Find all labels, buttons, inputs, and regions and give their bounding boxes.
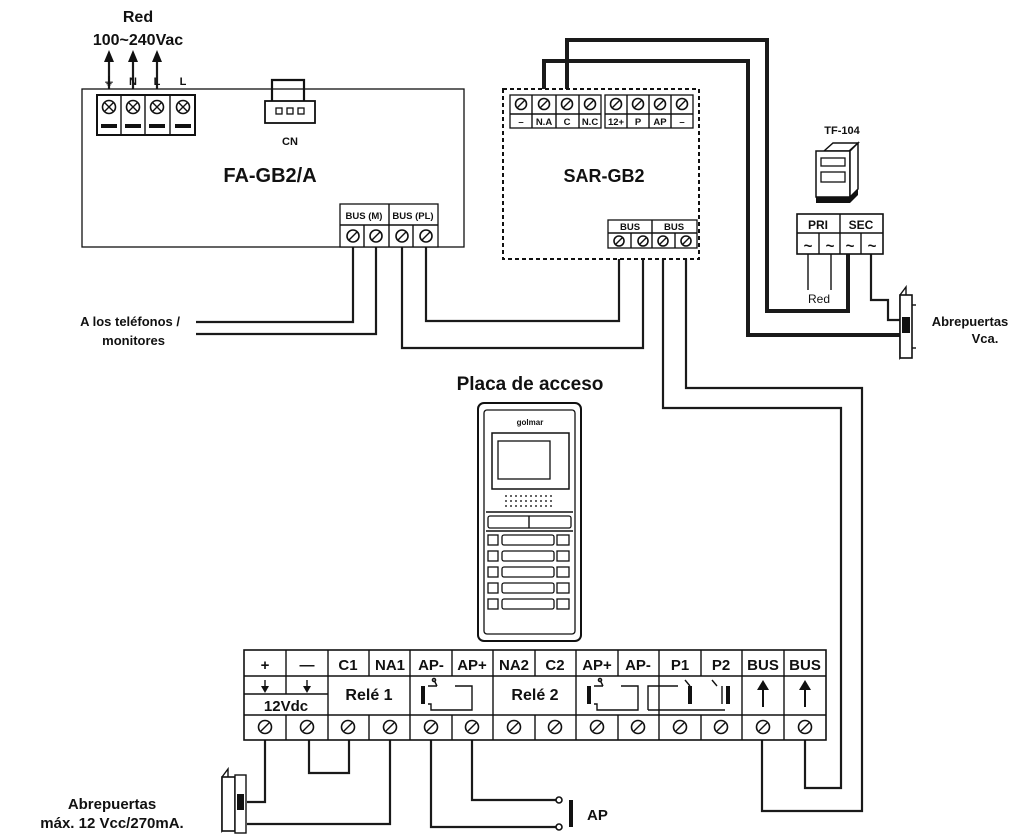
- lock-dc-line2: máx. 12 Vcc/270mA.: [40, 815, 183, 832]
- rele1-label: Relé 1: [345, 687, 392, 704]
- p1-p2-contact-symbol: [647, 679, 730, 711]
- strip-headers: + — C1 NA1 AP- AP+ NA2 C2 AP+ AP- P1 P2 …: [261, 657, 821, 674]
- sar-term-12plus: 12+: [608, 117, 625, 128]
- relay-bus-a-label: BUS: [620, 222, 640, 233]
- panel-title: Placa de acceso: [457, 374, 604, 395]
- strip-bus-1: BUS: [747, 657, 779, 674]
- supply-arrows: [261, 680, 311, 693]
- door-lock-vca-icon: [899, 284, 916, 361]
- bus-m-label: BUS (M): [346, 211, 383, 222]
- strip-bus-2: BUS: [789, 657, 821, 674]
- l1-label: L: [154, 76, 161, 88]
- bus-arrows: [757, 680, 811, 707]
- sar-term-nc: N.C: [582, 117, 599, 128]
- relay-bus-block: BUS BUS: [607, 219, 698, 249]
- sar-term-ap: AP: [653, 117, 667, 128]
- relay-bus-b-label: BUS: [664, 222, 684, 233]
- mains-terminal-block: [96, 94, 196, 136]
- transformer-red-label: Red: [808, 292, 830, 306]
- l2-label: L: [180, 76, 187, 88]
- lock-vca-line1: Abrepuertas: [932, 314, 1009, 329]
- pe-label: ⏚: [104, 75, 115, 88]
- power-supply-bus-block: BUS (M) BUS (PL): [339, 203, 439, 248]
- power-supply-unit: ⏚ N L L CN: [81, 75, 465, 248]
- lock-dc-line1: Abrepuertas: [68, 796, 156, 813]
- strip-minus: —: [300, 657, 315, 674]
- transformer: TF-104 PRI SEC ~ ~ ~ ~ Red: [796, 125, 884, 306]
- pri-ac-2: ~: [826, 238, 835, 255]
- call-buttons: [487, 534, 570, 610]
- strip-p1: P1: [671, 657, 689, 674]
- sar-term-minus2: –: [679, 117, 684, 128]
- relay-input-terminals: 12+ P AP –: [604, 94, 694, 129]
- mains-voltage: 100~240Vac: [93, 32, 183, 49]
- ap-pushbutton-symbol: [555, 796, 573, 831]
- door-lock-dc-icon: [221, 766, 247, 834]
- mains-screw-terminals: [101, 99, 191, 115]
- sec-label: SEC: [849, 218, 874, 232]
- transformer-device-icon: [815, 141, 860, 203]
- strip-ap-minus-2: AP-: [625, 657, 651, 674]
- strip-plus: +: [261, 657, 270, 674]
- strip-na1: NA1: [375, 657, 405, 674]
- lock-vca-line2: Vca.: [972, 331, 999, 346]
- transformer-terminals: PRI SEC ~ ~ ~ ~: [796, 213, 884, 255]
- panel-terminal-strip: + — C1 NA1 AP- AP+ NA2 C2 AP+ AP- P1 P2 …: [243, 649, 827, 741]
- cn-connector: CN: [264, 78, 316, 148]
- phones-line1: A los teléfonos /: [80, 314, 180, 329]
- strip-dividers: [285, 650, 785, 740]
- sec-ac-1: ~: [846, 238, 855, 255]
- power-supply-name: FA-GB2/A: [223, 165, 316, 187]
- mains-arrows: [104, 50, 162, 62]
- pri-ac-1: ~: [804, 238, 813, 255]
- ap-button-label: AP: [587, 807, 608, 824]
- supply-label: 12Vdc: [264, 698, 308, 715]
- strip-c1: C1: [338, 657, 357, 674]
- strip-p2: P2: [712, 657, 730, 674]
- rele2-label: Relé 2: [511, 687, 558, 704]
- cn-label: CN: [282, 136, 298, 148]
- pri-label: PRI: [808, 218, 828, 232]
- sar-term-na: N.A: [536, 117, 553, 128]
- strip-c2: C2: [545, 657, 564, 674]
- sar-term-p: P: [635, 117, 642, 128]
- relay-output-terminals: – N.A C N.C: [509, 94, 602, 129]
- transformer-name: TF-104: [824, 125, 860, 137]
- wiring: [107, 38, 900, 829]
- strip-ap-minus-1: AP-: [418, 657, 444, 674]
- relay-unit-name: SAR-GB2: [563, 166, 644, 186]
- phones-line2: monitores: [102, 333, 165, 348]
- bus-pl-label: BUS (PL): [392, 211, 433, 222]
- panel-brand: golmar: [517, 418, 544, 427]
- access-panel-illustration: golmar: [477, 402, 582, 642]
- n-label: N: [129, 76, 137, 88]
- strip-ap-plus-2: AP+: [582, 657, 612, 674]
- mains-title: Red: [123, 9, 153, 26]
- strip-screws: [257, 719, 813, 735]
- sar-term-minus1: –: [518, 117, 523, 128]
- relay2-contact-symbol: [587, 677, 639, 711]
- bus-screw-terminals: [346, 229, 433, 243]
- speaker-grille: [505, 495, 552, 507]
- sec-ac-2: ~: [868, 238, 877, 255]
- sar-term-c: C: [564, 117, 571, 128]
- strip-ap-plus-1: AP+: [457, 657, 487, 674]
- strip-na2: NA2: [499, 657, 529, 674]
- relay-unit: – N.A C N.C 12+ P AP – SAR-GB2: [502, 88, 700, 260]
- relay1-contact-symbol: [421, 677, 473, 711]
